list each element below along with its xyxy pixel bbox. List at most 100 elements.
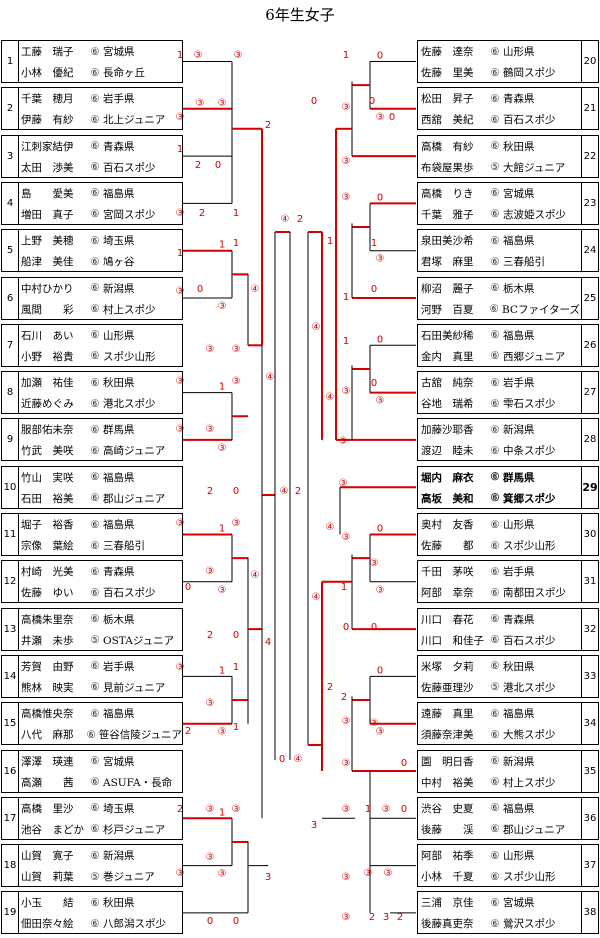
player-club: 村上スポ少 — [103, 303, 156, 316]
player-name: 佐藤亜理沙 — [421, 681, 474, 694]
seed-number: 21 — [581, 88, 598, 130]
match-score: 3 — [383, 912, 389, 923]
match-score: 2 — [295, 486, 301, 497]
player-name: 佐藤 ゆい — [21, 587, 74, 600]
player-grade: ⑥ — [490, 613, 500, 626]
seed-number: 18 — [2, 845, 19, 887]
match-score: ③ — [370, 558, 379, 569]
player-club: 秋田県 — [503, 140, 535, 153]
player-name: 西舘 美紀 — [421, 114, 474, 127]
match-score: ③ — [342, 716, 351, 727]
player-club: 郡山ジュニア — [503, 823, 566, 836]
seed-number: 9 — [2, 419, 19, 461]
player-club: 福島県 — [103, 708, 135, 721]
player-grade: ⑥ — [90, 565, 100, 578]
player-name: 服部佑未奈 — [21, 424, 74, 437]
match-score: 1 — [219, 807, 225, 818]
player-grade: ⑥ — [90, 681, 100, 694]
seed-number: 14 — [2, 655, 19, 697]
match-score: 0 — [233, 486, 239, 497]
player-name: 堀内 麻衣 — [421, 471, 474, 484]
player-name: 千葉 穂月 — [21, 93, 74, 106]
player-grade: ⑥ — [490, 397, 500, 410]
player-name: 後藤 渓 — [421, 823, 474, 836]
player-name: 加藤沙耶香 — [421, 424, 474, 437]
seed-number: 25 — [581, 277, 598, 319]
player-name: 君塚 麻里 — [421, 256, 474, 269]
player-grade: ⑥ — [90, 303, 100, 315]
player-name: 八代 麻那 — [21, 729, 74, 742]
player-grade: ⑥ — [90, 776, 100, 788]
player-name: 船津 美佳 — [21, 256, 74, 269]
match-score: 1 — [233, 662, 239, 673]
player-name: 井瀬 未歩 — [21, 634, 74, 647]
player-name: 宗像 葉絵 — [21, 540, 74, 552]
player-name: 池谷 まどか — [21, 823, 84, 836]
player-club: 百石スポ少 — [103, 161, 156, 174]
seed-number: 11 — [2, 514, 19, 555]
player-club: 新潟県 — [103, 850, 135, 863]
seed-number: 31 — [581, 561, 598, 603]
player-grade: ⑥ — [90, 471, 100, 484]
player-grade: ⑥ — [490, 870, 500, 883]
match-score: 2 — [369, 912, 375, 923]
match-score: ③ — [376, 396, 385, 407]
match-score: 2 — [185, 726, 191, 737]
player-grade: ⑥ — [490, 471, 500, 484]
player-grade: ⑥ — [90, 444, 100, 457]
player-club: 岩手県 — [503, 566, 535, 579]
player-club: 箕郷スポ少 — [503, 492, 556, 505]
player-name: 小玉 結 — [21, 897, 74, 910]
player-club: 秋田県 — [103, 897, 135, 910]
match-score: 1 — [233, 722, 239, 733]
player-name: 小野 裕貴 — [21, 350, 74, 363]
match-score: ③ — [218, 585, 227, 596]
seed-number: 7 — [2, 324, 19, 366]
player-grade: ⑥ — [90, 282, 100, 294]
player-club: 志波姫スポ少 — [503, 208, 566, 221]
player-club: 宮城県 — [503, 897, 535, 910]
match-score: 0 — [207, 916, 213, 927]
match-score: ③ — [176, 518, 185, 529]
seed-number: 34 — [581, 703, 598, 745]
player-name: 島 愛美 — [21, 187, 74, 200]
player-club: 新潟県 — [103, 282, 135, 295]
player-grade: ⑥ — [490, 849, 500, 862]
player-club: 山形県 — [503, 519, 535, 531]
seed-number: 23 — [581, 182, 598, 224]
match-score: 0 — [377, 334, 383, 345]
match-score: ③ — [176, 868, 185, 879]
player-name: 谷地 瑞希 — [421, 398, 474, 411]
seed-number: 20 — [581, 41, 598, 82]
player-club: OSTAジュニア — [103, 634, 175, 647]
player-club: 鶴岡スポ少 — [503, 67, 556, 79]
player-club: 大館ジュニア — [503, 161, 566, 174]
player-name: 川口 春花 — [421, 613, 474, 626]
seed-number: 30 — [581, 514, 598, 555]
seed-number: 13 — [2, 608, 19, 650]
player-name: 高橋惟央奈 — [21, 708, 74, 721]
match-score: ④ — [312, 322, 321, 333]
player-name: 風間 彩 — [21, 303, 74, 316]
seed-number: 29 — [581, 466, 598, 508]
player-name: 小林 優紀 — [21, 67, 74, 79]
